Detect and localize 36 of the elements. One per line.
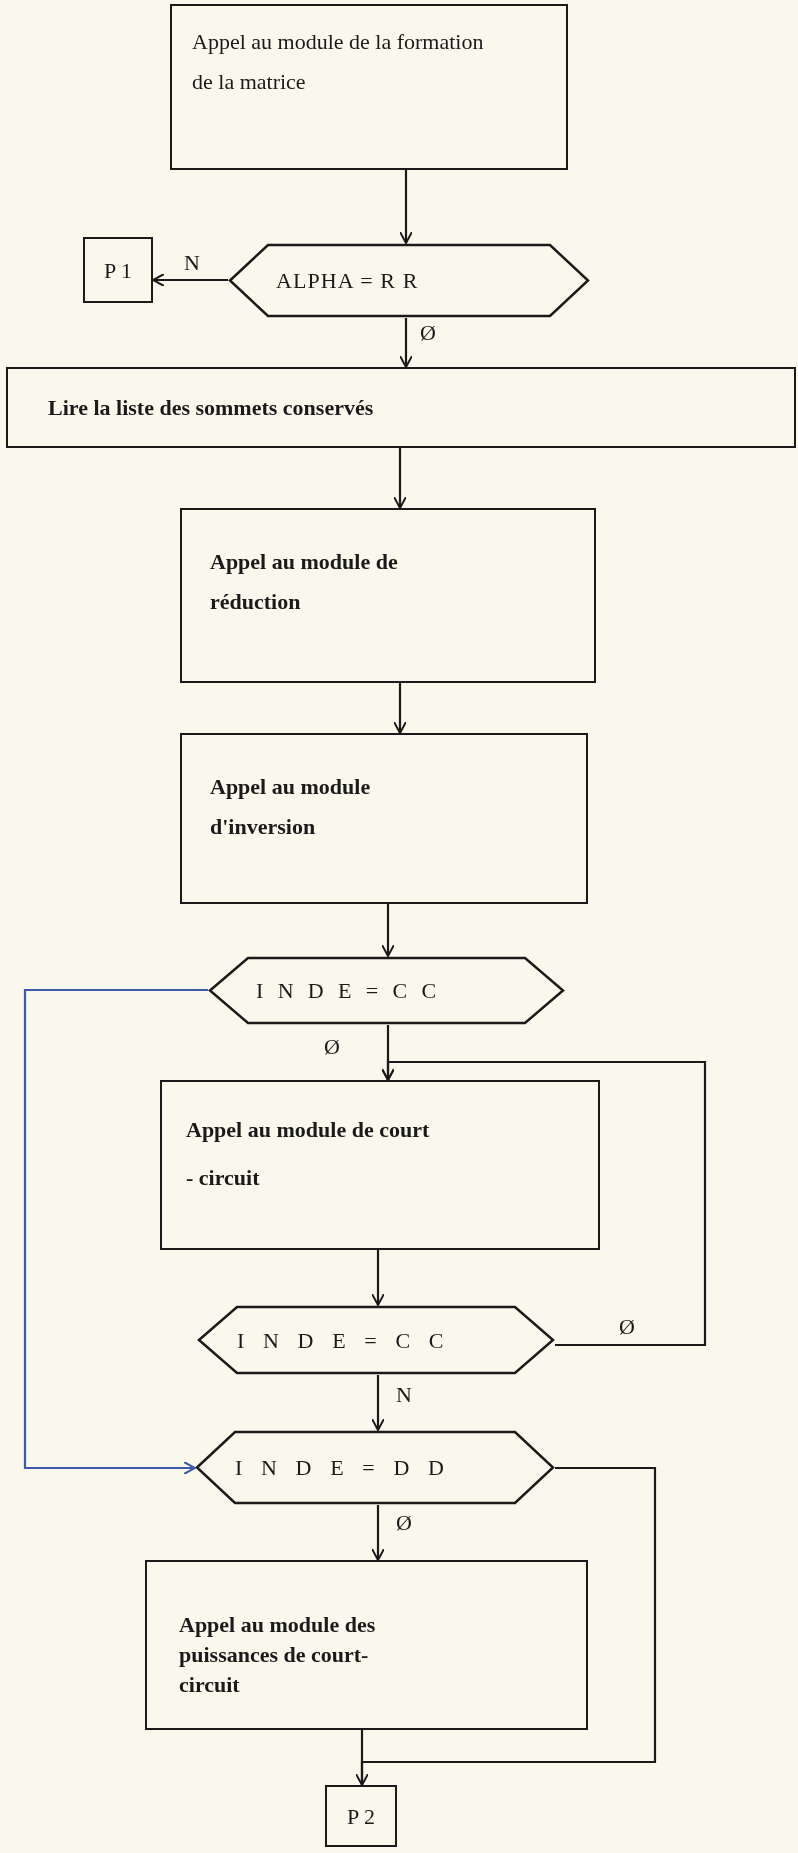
arrow [371,1375,385,1431]
node-text: Appel au module de court - circuit [186,1117,430,1190]
process-box [83,237,153,303]
node-text: I N D E = C C [237,1326,451,1355]
arrow [381,1060,707,1347]
node-text: I N D E = C C [256,977,441,1005]
arrow [371,1505,385,1561]
process-box [6,367,796,448]
arrow [399,318,413,368]
process-box [180,733,588,904]
arrow [381,904,395,957]
process-box [170,4,568,170]
node-text: Appel au module de la formation de la matrice [192,29,484,94]
node-text: I N D E = D D [235,1454,451,1482]
node-text: Lire la liste des sommets conservés [48,394,374,422]
process-box [145,1560,588,1730]
node-text: P 2 [347,1802,375,1831]
node-text: P 1 [104,256,132,285]
process-box [180,508,596,683]
node-text: ALPHA = R R [276,267,419,295]
arrow [152,273,228,287]
arrow [399,170,413,244]
node-text: Appel au module des puissances de court-circuit [179,1612,376,1697]
decision-hexagon [195,1430,555,1505]
arrow [393,448,407,509]
arrow [371,1250,385,1306]
decision-hexagon [197,1305,555,1375]
process-box [325,1785,397,1847]
process-box [160,1080,600,1250]
arrow [355,1466,657,1786]
arrow [393,683,407,734]
node-text: Appel au module de réduction [210,549,398,614]
decision-hexagon [228,243,590,318]
node-text: Appel au module d'inversion [210,774,371,839]
decision-hexagon [208,956,565,1025]
arrow [23,988,208,1475]
